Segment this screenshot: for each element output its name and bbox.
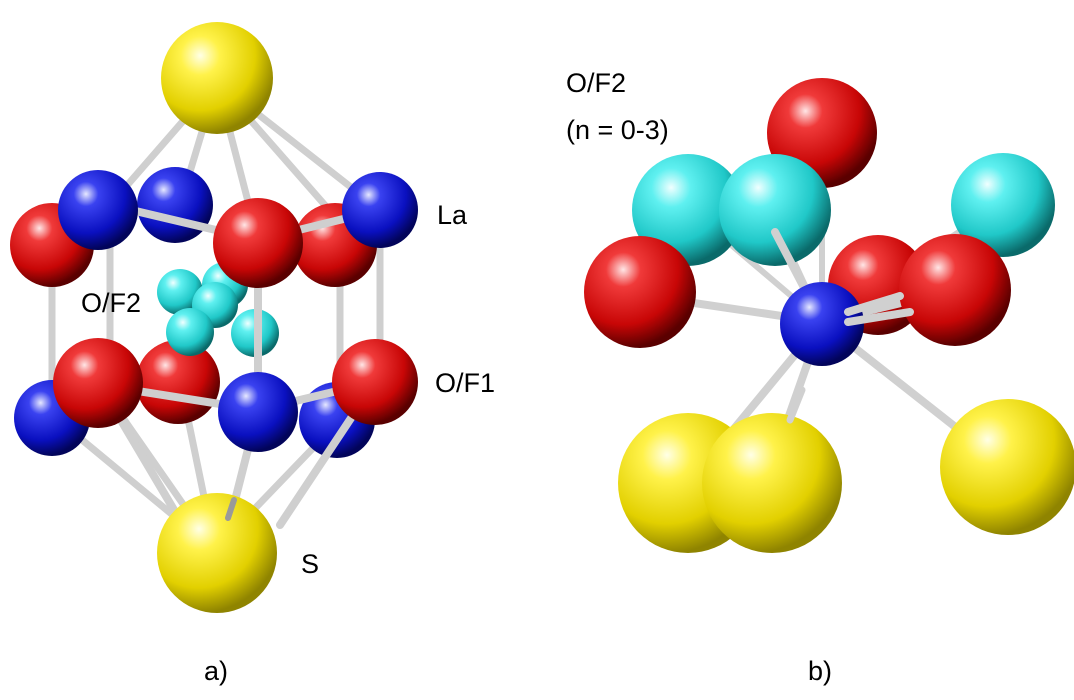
label-la: La: [437, 200, 468, 230]
label-of1: O/F1: [435, 368, 496, 398]
atom-s: [161, 22, 273, 134]
atom-of2: [157, 269, 203, 315]
atom-of1: [584, 236, 696, 348]
panel-b-label: b): [808, 656, 833, 686]
atom-la: [780, 282, 864, 366]
label-s: S: [301, 549, 320, 579]
atom-of1: [53, 338, 143, 428]
atom-s: [940, 399, 1074, 535]
atom-s: [157, 493, 277, 613]
atom-of2: [632, 154, 744, 266]
panel-a-structure: [10, 22, 418, 613]
of2-cluster: [157, 262, 279, 357]
label-of2-b: O/F2: [566, 68, 627, 98]
label-of2: O/F2: [81, 288, 142, 318]
label-n-range: (n = 0-3): [566, 115, 669, 145]
panel-b-structure: [584, 78, 1074, 553]
atom-la: [218, 372, 298, 452]
atom-s: [702, 413, 842, 553]
atom-la: [342, 172, 418, 248]
atom-la: [58, 170, 138, 250]
atom-of2: [951, 153, 1055, 257]
atom-of2: [719, 154, 831, 266]
panel-a-label: a): [204, 656, 229, 686]
atom-of1: [213, 198, 303, 288]
atom-of1: [332, 339, 418, 425]
atom-of1: [899, 234, 1011, 346]
atom-la: [137, 167, 213, 243]
atom-of2: [166, 308, 214, 356]
